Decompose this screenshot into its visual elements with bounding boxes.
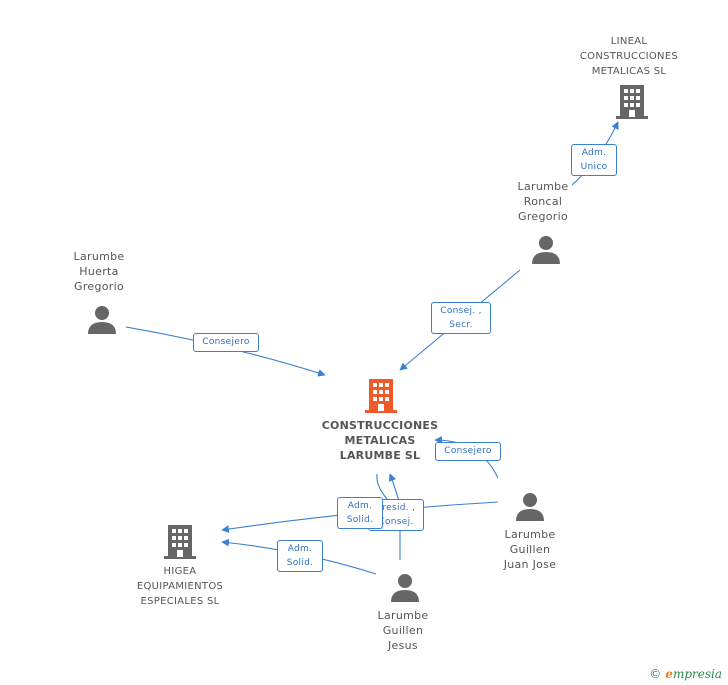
node-label-juanjose[interactable]: Larumbe Guillen Juan Jose bbox=[503, 528, 557, 571]
edge-label-juanjose-higea[interactable]: Adm. Solid. bbox=[337, 497, 383, 529]
node-label-huerta[interactable]: Larumbe Huerta Gregorio bbox=[73, 250, 125, 293]
node-label-roncal[interactable]: Larumbe Roncal Gregorio bbox=[517, 180, 569, 223]
person-icon[interactable] bbox=[531, 235, 561, 265]
person-icon[interactable] bbox=[515, 492, 545, 522]
node-label-jesus[interactable]: Larumbe Guillen Jesus bbox=[377, 609, 429, 652]
brand-footer: ©empresia bbox=[649, 667, 722, 681]
person-icon[interactable] bbox=[390, 573, 420, 603]
building-icon-center[interactable] bbox=[365, 379, 397, 413]
node-label-center[interactable]: CONSTRUCCIONES METALICAS LARUMBE SL bbox=[321, 419, 439, 462]
node-label-higea[interactable]: HIGEA EQUIPAMIENTOS ESPECIALES SL bbox=[136, 566, 224, 607]
brand-name: mpresia bbox=[672, 667, 722, 681]
edge-label-huerta-center[interactable]: Consejero bbox=[193, 333, 259, 352]
building-icon[interactable] bbox=[164, 525, 196, 559]
edge-label-jesus-higea[interactable]: Adm. Solid. bbox=[277, 540, 323, 572]
building-icon[interactable] bbox=[616, 85, 648, 119]
copyright-icon: © bbox=[649, 667, 662, 681]
person-icon[interactable] bbox=[87, 305, 117, 335]
edge-label-roncal-center[interactable]: Consej. , Secr. bbox=[431, 302, 491, 334]
brand-e: e bbox=[665, 667, 673, 681]
edge-label-juanjose-center[interactable]: Consejero bbox=[435, 442, 501, 461]
edge-label-roncal-lineal[interactable]: Adm. Unico bbox=[571, 144, 617, 176]
node-label-lineal[interactable]: LINEAL CONSTRUCCIONES METALICAS SL bbox=[579, 36, 679, 77]
